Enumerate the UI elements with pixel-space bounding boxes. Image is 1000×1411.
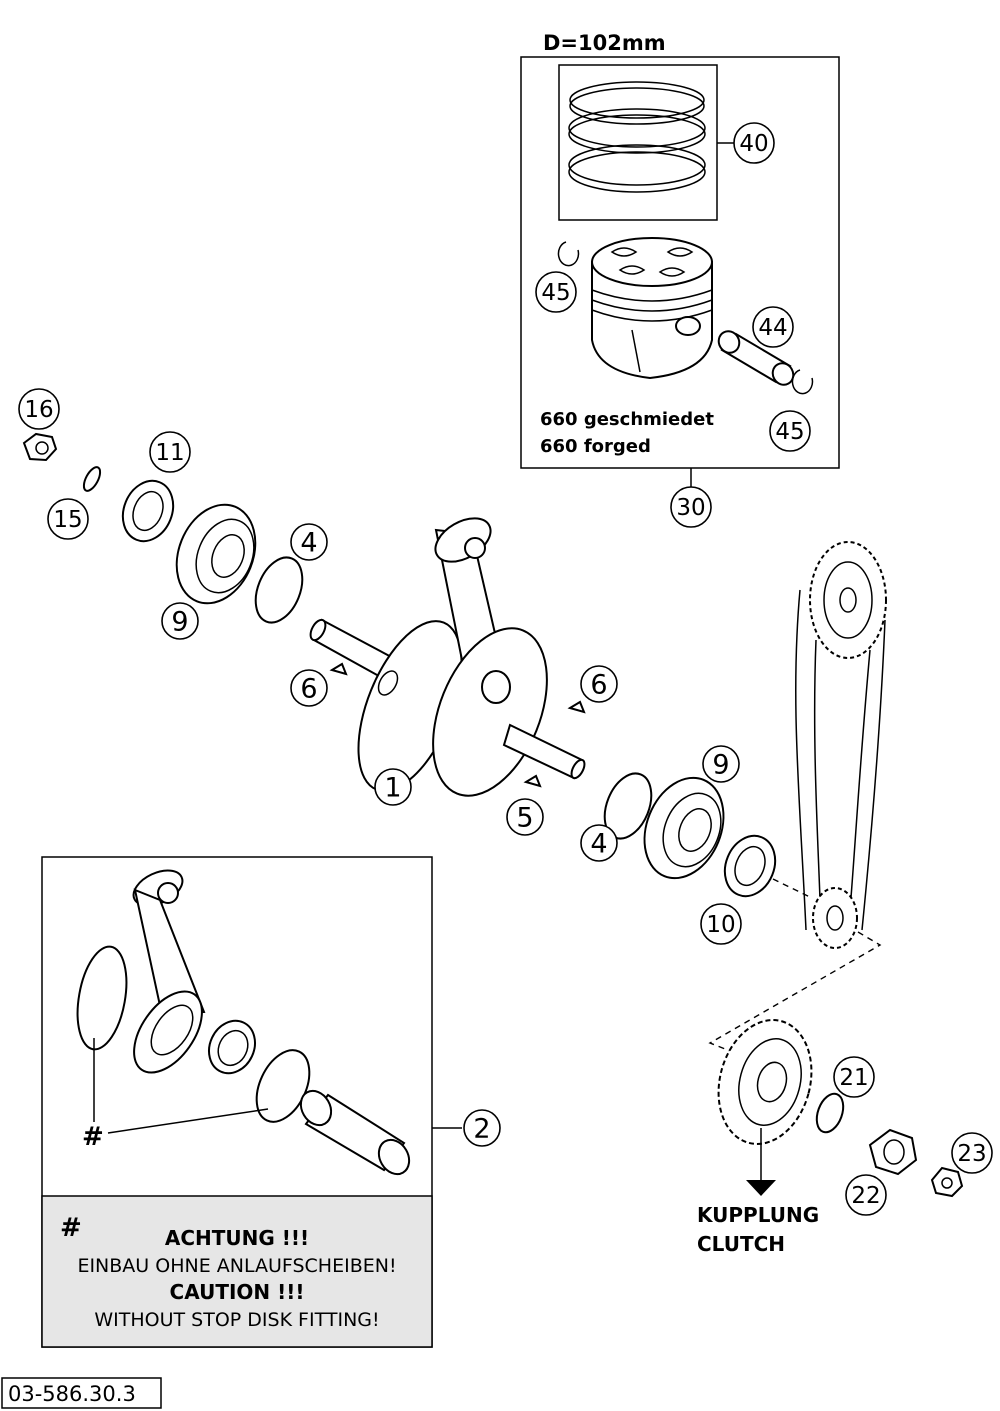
- nut-22: [868, 1128, 918, 1176]
- callout-11: 11: [149, 431, 191, 473]
- callout-44: 44: [752, 306, 794, 348]
- caution-heading: CAUTION !!!: [170, 1280, 305, 1304]
- svg-text:1: 1: [384, 773, 401, 804]
- piston: [591, 237, 713, 380]
- piston-pin: [717, 330, 795, 386]
- svg-text:4: 4: [590, 829, 607, 860]
- callout-9-right: 9: [702, 745, 740, 783]
- svg-text:45: 45: [541, 280, 570, 306]
- caution-text: WITHOUT STOP DISK FITTING!: [94, 1309, 379, 1331]
- crank-pin: [299, 1089, 411, 1176]
- svg-text:4: 4: [300, 528, 317, 559]
- callout-23: 23: [951, 1132, 993, 1174]
- washer-21: [815, 1092, 845, 1134]
- svg-text:22: 22: [851, 1183, 880, 1209]
- primary-gear: [717, 1019, 813, 1145]
- svg-text:44: 44: [758, 315, 787, 341]
- circlip-lower: [791, 369, 814, 395]
- piston-rings: [568, 81, 706, 193]
- conrod-kit-group: # # ACHTUNG !!! EINBAU OHNE ANLAUFSCHEIB…: [41, 856, 462, 1348]
- piston-kit-group: D=102mm: [520, 31, 840, 487]
- svg-text:30: 30: [676, 495, 705, 521]
- piston-note-line1: 660 geschmiedet: [540, 409, 714, 430]
- caution-box: [41, 1195, 433, 1348]
- achtung-text: EINBAU OHNE ANLAUFSCHEIBEN!: [77, 1255, 396, 1277]
- drawing-number-frame: [1, 1377, 162, 1409]
- svg-text:40: 40: [739, 131, 768, 157]
- callout-22: 22: [845, 1174, 887, 1216]
- callout-45-upper: 45: [535, 271, 577, 313]
- bearing-9-left: [175, 503, 257, 605]
- callout-6-left: 6: [290, 669, 328, 707]
- achtung-heading: ACHTUNG !!!: [165, 1226, 309, 1250]
- needle-bearing: [208, 1019, 256, 1075]
- nut-16: [22, 432, 58, 462]
- stop-disk-upper: [76, 945, 128, 1051]
- callout-21: 21: [833, 1056, 875, 1098]
- svg-text:6: 6: [590, 670, 607, 701]
- woodruff-key-5: [523, 774, 542, 788]
- thrust-washer-4-left: [254, 556, 304, 624]
- circlip-upper: [557, 241, 580, 267]
- piston-note-line2: 660 forged: [540, 436, 651, 457]
- svg-text:21: 21: [839, 1065, 868, 1091]
- svg-text:45: 45: [775, 419, 804, 445]
- callout-40: 40: [733, 122, 775, 164]
- svg-text:9: 9: [712, 750, 729, 781]
- oil-seal-11: [121, 479, 175, 543]
- oil-seal-10: [723, 834, 777, 898]
- svg-text:6: 6: [300, 674, 317, 705]
- callout-16: 16: [18, 388, 60, 430]
- callout-30: 30: [670, 486, 712, 528]
- clutch-label-line2: CLUTCH: [697, 1232, 785, 1256]
- crankshaft: [309, 517, 586, 797]
- callout-15: 15: [47, 498, 89, 540]
- caution-hash: #: [60, 1213, 82, 1243]
- key-15: [82, 466, 102, 492]
- woodruff-key-6-right: [567, 700, 586, 714]
- clutch-label-line1: KUPPLUNG: [697, 1203, 819, 1227]
- woodruff-key-6-left: [329, 662, 348, 676]
- svg-text:23: 23: [957, 1141, 986, 1167]
- svg-text:15: 15: [53, 507, 82, 533]
- svg-text:9: 9: [171, 607, 188, 638]
- connecting-rod: [132, 869, 206, 1074]
- callout-4-left: 4: [290, 523, 328, 561]
- clutch-arrow: [746, 1180, 776, 1196]
- svg-text:11: 11: [155, 440, 184, 466]
- piston-diameter-label: D=102mm: [543, 31, 666, 55]
- drawing-number: 03-586.30.3: [8, 1382, 136, 1406]
- callout-2: 2: [463, 1109, 501, 1147]
- callout-6-right: 6: [580, 665, 618, 703]
- svg-text:16: 16: [24, 397, 53, 423]
- timing-chain-sprocket: [795, 541, 887, 949]
- svg-text:2: 2: [473, 1114, 490, 1145]
- screw-23: [930, 1166, 964, 1198]
- callout-9-left: 9: [161, 602, 199, 640]
- chain-link-line: [708, 878, 882, 1059]
- svg-text:5: 5: [516, 803, 533, 834]
- callout-45-lower: 45: [769, 410, 811, 452]
- bearing-9-right: [643, 776, 725, 880]
- piston-kit-frame: [520, 56, 840, 469]
- svg-text:10: 10: [706, 912, 735, 938]
- callout-10: 10: [700, 903, 742, 945]
- hash-marker: #: [82, 1122, 104, 1152]
- callout-4-right: 4: [580, 824, 618, 862]
- callout-1: 1: [374, 768, 412, 806]
- callout-5: 5: [506, 798, 544, 836]
